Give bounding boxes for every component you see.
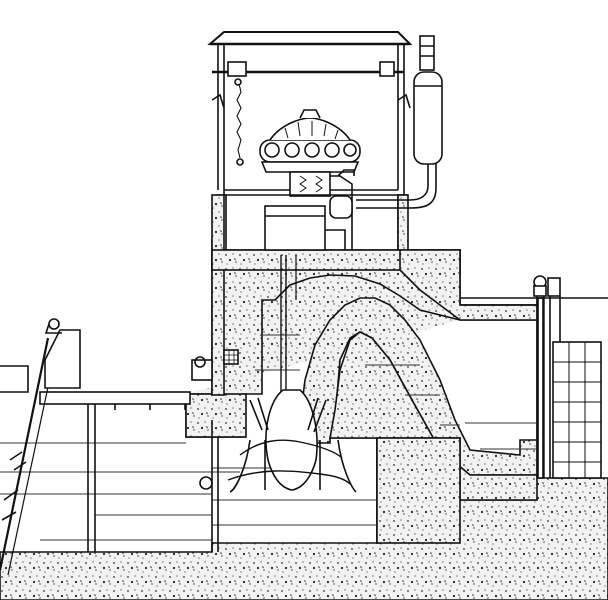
tailgate-frame [549, 296, 561, 478]
water [0, 334, 537, 541]
float-gauge [199, 476, 213, 490]
turbine-assembly [227, 255, 357, 493]
generator-top [269, 117, 351, 141]
generator-coil-3 [304, 142, 320, 158]
rake-teeth [1, 451, 27, 521]
hoist-chain [236, 83, 242, 159]
crane-hook-left [234, 78, 242, 86]
crane-bracket-right [397, 93, 411, 109]
draft-tube-edge [229, 439, 357, 493]
tailgate-hoist-base [533, 285, 547, 297]
generator-coil-1 [264, 142, 280, 158]
guide-vanes [249, 397, 327, 433]
control-box-grid [224, 350, 238, 364]
tailgate-top-hoist [547, 277, 561, 297]
trash-rack [0, 337, 50, 571]
house-inner-left [217, 44, 225, 195]
right-upper-deck [460, 297, 608, 306]
intake-deck-rail [114, 404, 186, 410]
generator-top-ribs [284, 121, 339, 140]
stack-top-bands [420, 45, 434, 57]
house-wall-right [397, 194, 409, 256]
house-wall-left [211, 194, 225, 396]
generator-unit [259, 109, 361, 251]
roof [207, 31, 413, 45]
exhaust-stack [356, 35, 443, 209]
coupling-block [289, 171, 331, 197]
stack-top [419, 35, 435, 71]
control-box [223, 349, 239, 365]
hoist-hook [236, 158, 244, 166]
oil-line [325, 229, 346, 250]
tailgate-guide [536, 296, 545, 478]
concrete-structure [0, 194, 608, 600]
runner-hub [264, 440, 321, 490]
generator-house [207, 31, 413, 251]
rack-cleaner [44, 329, 81, 389]
outlet-floor-block [376, 437, 461, 544]
house-inner-right [397, 44, 405, 195]
bearing-housing [264, 205, 326, 251]
crane-trolley-right [379, 61, 395, 77]
oil-tank [329, 195, 353, 219]
intake-structure [0, 318, 239, 576]
generator-coil-4 [324, 142, 340, 158]
crane-bracket-left [211, 93, 225, 109]
tailgate-grid [553, 342, 601, 478]
rack-cleaner-hub [48, 318, 60, 330]
right-deck [460, 297, 538, 306]
pier-block [185, 393, 247, 438]
turbine-shaft [280, 255, 287, 395]
tailgate-panel [552, 341, 602, 479]
tailgate-post [537, 297, 544, 479]
gate-slot [211, 420, 219, 552]
stack-pipe [356, 164, 437, 209]
crane-trolley-left [227, 61, 247, 77]
intake-deck [39, 391, 191, 405]
left-building [0, 365, 29, 393]
rack-cleaner-arm [44, 323, 62, 334]
tailrace-gate [533, 275, 602, 479]
generator-cap [299, 109, 321, 119]
coupling-spring [299, 175, 323, 193]
bulb-housing [265, 389, 318, 491]
gate-hoist-head [194, 356, 206, 368]
generator-coil-5 [343, 143, 357, 157]
oil-pipe [330, 169, 355, 250]
generator-coil-2 [284, 142, 300, 158]
runner-blade-upper [239, 439, 343, 459]
